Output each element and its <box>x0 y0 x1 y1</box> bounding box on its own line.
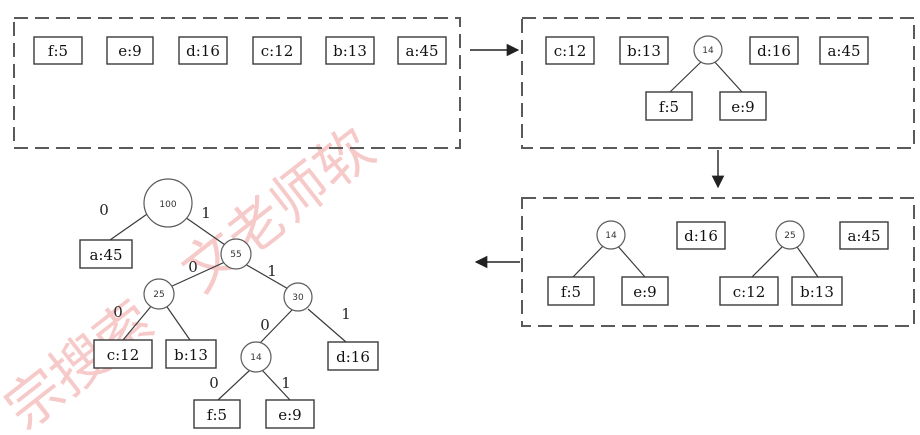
svg-text:c:12: c:12 <box>261 42 294 60</box>
svg-text:c:12: c:12 <box>554 42 587 60</box>
edge-30-14 <box>259 308 294 344</box>
tree-leaf-e: e:9 <box>265 399 315 429</box>
svg-text:55: 55 <box>230 250 241 260</box>
panel2-box-b: b:13 <box>619 36 669 65</box>
edge-55-30 <box>244 263 291 291</box>
bit-root-left: 0 <box>99 201 109 219</box>
svg-text:14: 14 <box>250 353 262 363</box>
panel3-node-25: 25 <box>775 220 805 250</box>
panel1-box-d: d:16 <box>178 36 228 65</box>
panel3-box-a: a:45 <box>839 221 889 250</box>
bit-30-right: 1 <box>341 305 351 323</box>
edge-14-f <box>217 369 251 401</box>
svg-text:d:16: d:16 <box>757 42 791 60</box>
edge-root-55 <box>181 214 229 248</box>
panel3-box-d: d:16 <box>676 221 726 250</box>
svg-text:a:45: a:45 <box>89 246 122 264</box>
tree-node-55: 55 <box>220 238 252 270</box>
svg-text:b:13: b:13 <box>627 42 661 60</box>
panel3-edge-25-left <box>751 243 786 278</box>
bit-root-right: 1 <box>201 204 211 222</box>
panel1-box-c: c:12 <box>252 36 302 65</box>
panel2-box-d: d:16 <box>749 36 799 65</box>
panel2-node-14: 14 <box>693 35 723 65</box>
tree-node-30: 30 <box>283 282 313 312</box>
panel2-edge-left <box>669 59 704 93</box>
panel3-box-e: e:9 <box>621 276 669 306</box>
edge-root-a <box>109 211 151 241</box>
bit-55-left: 0 <box>188 258 198 276</box>
panel2-box-a: a:45 <box>819 36 869 65</box>
svg-text:e:9: e:9 <box>278 406 301 424</box>
bit-55-right: 1 <box>267 262 277 280</box>
svg-text:b:13: b:13 <box>333 42 367 60</box>
svg-text:25: 25 <box>784 231 795 241</box>
edge-25-c <box>122 303 154 341</box>
edge-30-d <box>307 308 347 343</box>
edge-55-25 <box>169 261 226 288</box>
svg-text:100: 100 <box>159 200 176 210</box>
panel1-box-a: a:45 <box>397 36 447 65</box>
svg-text:d:16: d:16 <box>684 227 718 245</box>
svg-text:e:9: e:9 <box>731 98 754 116</box>
edge-14-e <box>261 369 291 401</box>
panel1-box-e: e:9 <box>106 36 154 65</box>
bit-30-left: 0 <box>260 316 270 334</box>
panel3-box-f: f:5 <box>547 276 595 306</box>
svg-text:14: 14 <box>702 46 714 56</box>
panel3-edge-14-left <box>572 243 606 278</box>
panel1-box-f: f:5 <box>33 36 83 65</box>
tree-leaf-d: d:16 <box>327 341 379 371</box>
panel2-box-e: e:9 <box>719 91 767 121</box>
panel-step1 <box>521 17 915 149</box>
tree-node-14: 14 <box>240 341 272 373</box>
panel3-edge-14-right <box>615 243 646 278</box>
svg-text:f:5: f:5 <box>561 283 581 301</box>
tree-leaf-a: a:45 <box>79 239 133 269</box>
tree-leaf-c: c:12 <box>93 339 153 369</box>
tree-leaf-b: b:13 <box>165 339 217 369</box>
edge-25-b <box>164 303 191 341</box>
panel3-node-14: 14 <box>596 220 626 250</box>
tree-leaf-f: f:5 <box>193 399 241 429</box>
panel3-box-b: b:13 <box>791 276 843 306</box>
svg-text:f:5: f:5 <box>48 42 68 60</box>
panel-initial <box>13 17 461 149</box>
svg-text:c:12: c:12 <box>107 346 140 364</box>
tree-node-root-100: 100 <box>143 178 193 228</box>
panel2-box-f: f:5 <box>645 91 693 121</box>
svg-text:a:45: a:45 <box>827 42 860 60</box>
svg-text:f:5: f:5 <box>207 406 227 424</box>
svg-text:a:45: a:45 <box>405 42 438 60</box>
svg-text:c:12: c:12 <box>733 283 766 301</box>
svg-text:b:13: b:13 <box>174 346 208 364</box>
svg-text:b:13: b:13 <box>800 283 834 301</box>
svg-text:e:9: e:9 <box>118 42 141 60</box>
bit-14-left: 0 <box>209 374 219 392</box>
bit-25-left: 0 <box>113 303 123 321</box>
panel-step2 <box>521 197 915 327</box>
svg-text:f:5: f:5 <box>659 98 679 116</box>
svg-text:a:45: a:45 <box>847 227 880 245</box>
panel2-edge-right <box>712 59 743 93</box>
panel2-box-c: c:12 <box>545 36 595 65</box>
svg-text:d:16: d:16 <box>186 42 220 60</box>
svg-text:25: 25 <box>153 290 164 300</box>
svg-text:30: 30 <box>292 293 304 303</box>
svg-text:14: 14 <box>605 231 617 241</box>
panel3-box-c: c:12 <box>719 276 779 306</box>
svg-text:d:16: d:16 <box>336 348 370 366</box>
tree-node-25: 25 <box>143 278 175 310</box>
bit-14-right: 1 <box>281 374 291 392</box>
svg-text:e:9: e:9 <box>633 283 656 301</box>
panel3-edge-25-right <box>794 243 819 278</box>
panel1-box-b: b:13 <box>325 36 375 65</box>
